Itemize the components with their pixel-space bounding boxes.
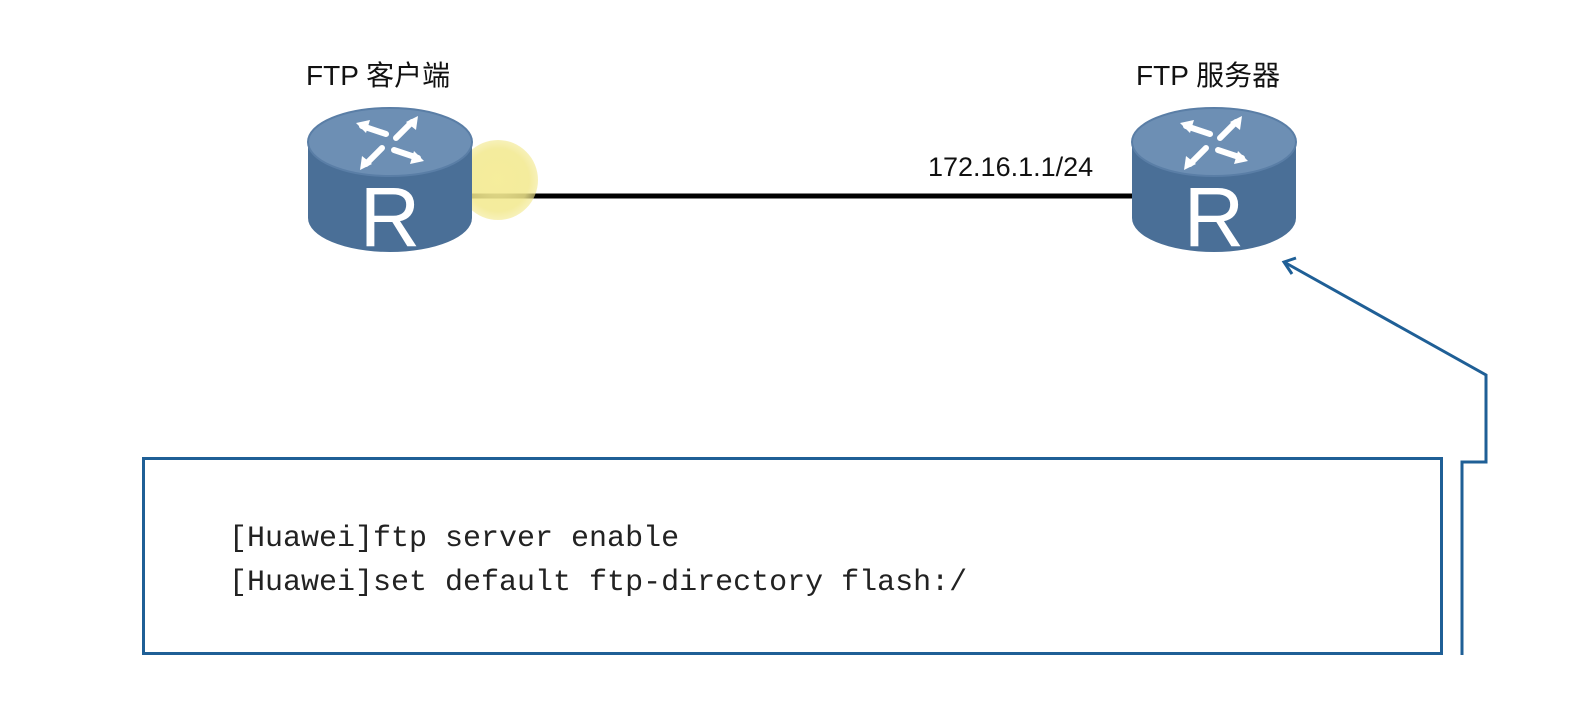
router-letter: R bbox=[1184, 170, 1245, 256]
callout-connector bbox=[1283, 260, 1488, 655]
callout-arrowhead bbox=[1281, 256, 1297, 275]
config-box: [Huawei]ftp server enable [Huawei]set de… bbox=[142, 457, 1443, 655]
server-ip-label: 172.16.1.1/24 bbox=[928, 152, 1094, 182]
server-router[interactable]: R bbox=[1128, 106, 1300, 264]
router-icon: R bbox=[307, 107, 473, 264]
router-icon: R bbox=[1131, 107, 1297, 264]
config-command: [Huawei]ftp server enable bbox=[229, 522, 680, 556]
client-label: FTP 客户端 bbox=[306, 60, 451, 91]
client-router[interactable]: R bbox=[304, 106, 476, 264]
config-command: [Huawei]set default ftp-directory flash:… bbox=[229, 566, 968, 600]
router-letter: R bbox=[360, 170, 421, 256]
server-label: FTP 服务器 bbox=[1136, 60, 1281, 91]
